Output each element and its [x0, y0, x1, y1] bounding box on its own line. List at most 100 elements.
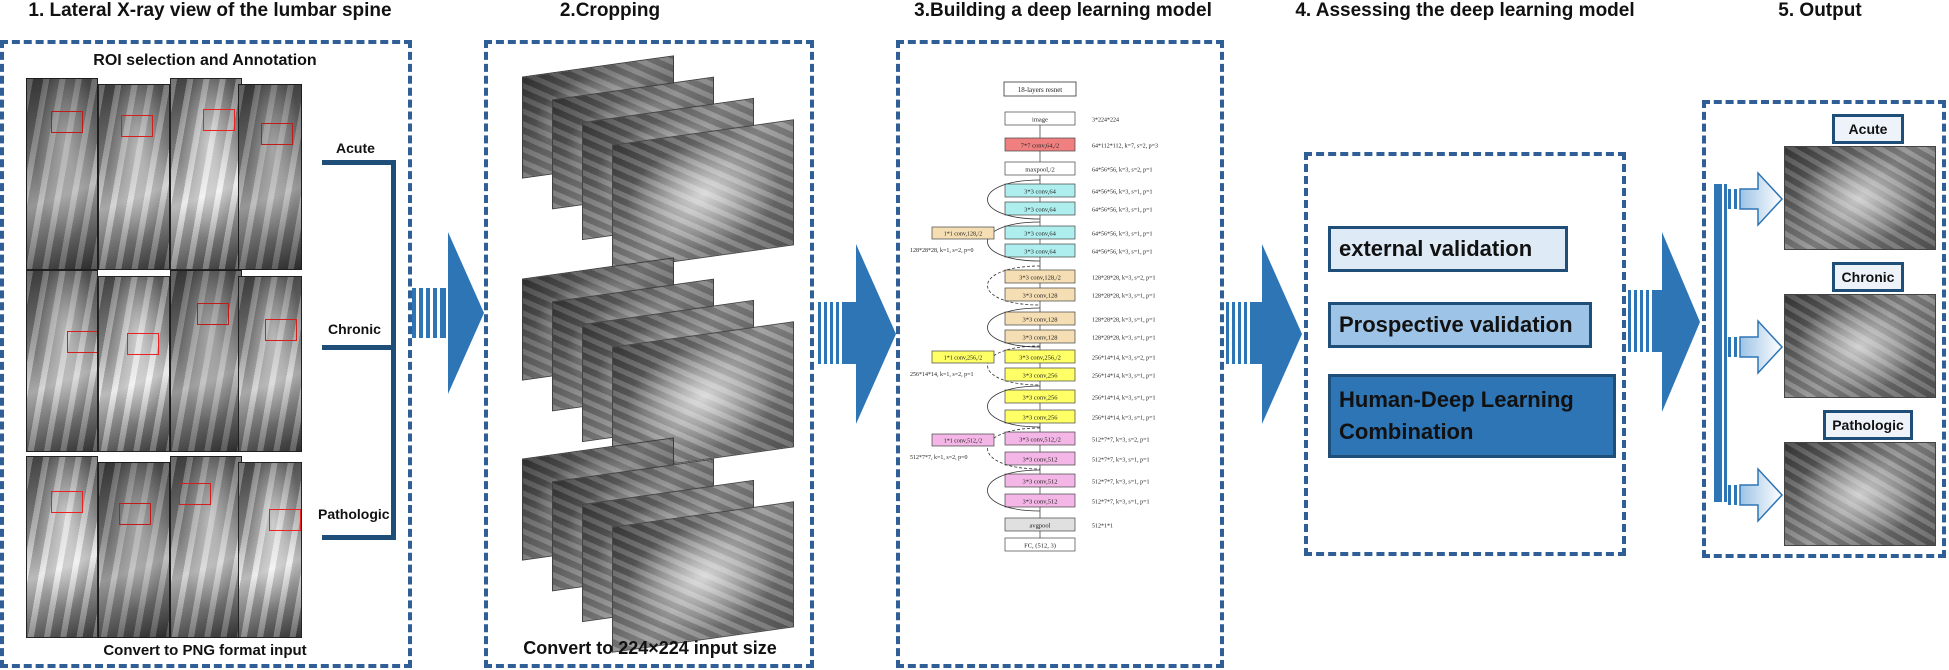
- roi-box: [51, 491, 83, 513]
- resnet-layer-note: 512*1*1: [1092, 524, 1113, 530]
- xray-image: [26, 78, 98, 270]
- resnet-layer-note: 64*56*56, k=3, s=1, p=1: [1092, 232, 1153, 238]
- cropped-vertebra-image: [612, 501, 794, 653]
- resnet-layer-note: 256*14*14, k=3, s=1, p=1: [1092, 416, 1156, 422]
- resnet-layer-note: 512*7*7, k=3, s=1, p=1: [1092, 458, 1150, 464]
- resnet-layer-label: 3*3 conv,64: [1024, 189, 1056, 196]
- roi-box: [261, 123, 293, 145]
- class-bracket: [322, 160, 396, 540]
- resnet-layer-label: 3*3 conv,64: [1024, 231, 1056, 238]
- residual-connection: [987, 265, 1041, 306]
- roi-box: [203, 109, 235, 131]
- cropped-vertebra-image: [612, 119, 794, 271]
- resnet-layer-note: 128*28*28, k=3, s=1, p=1: [1092, 318, 1156, 324]
- output-bracket: [1714, 184, 1722, 502]
- resnet-layer-note: 256*14*14, k=3, s=2, p=1: [1092, 356, 1156, 362]
- roi-box: [127, 333, 159, 355]
- residual-connection: [987, 427, 1041, 470]
- residual-connection: [987, 385, 1041, 428]
- output-label-acute: Acute: [1832, 114, 1904, 144]
- resnet-title-box: [1003, 81, 1077, 97]
- output-bracket-inner: [1724, 184, 1727, 502]
- shortcut-conv-label: 1*1 conv,128,/2: [944, 232, 982, 238]
- xray-image: [98, 462, 170, 638]
- xray-image: [170, 78, 242, 270]
- shortcut-conv-box: [931, 350, 995, 364]
- roi-box: [197, 303, 229, 325]
- resnet-layer-note: 256*14*14, k=3, s=1, p=1: [1092, 374, 1156, 380]
- residual-connection: [987, 307, 1041, 348]
- roi-box: [265, 319, 297, 341]
- xray-image: [26, 456, 98, 638]
- resnet-layer-note: 512*7*7, k=3, s=1, p=1: [1092, 480, 1150, 486]
- xray-image: [238, 276, 302, 452]
- xray-image: [98, 84, 170, 270]
- xray-image: [238, 462, 302, 638]
- shortcut-conv-label: 1*1 conv,256,/2: [944, 356, 982, 362]
- xray-image: [238, 84, 302, 270]
- resnet-layer-label: avgpool: [1030, 523, 1051, 530]
- external-validation-box: external validation: [1328, 226, 1568, 272]
- resnet-layer-label: 3*3 conv,64: [1024, 207, 1056, 214]
- step-2-title: 2.Cropping: [559, 0, 661, 21]
- step-4-title: 4. Assessing the deep learning model: [1295, 0, 1635, 21]
- resnet-layer-label: image: [1032, 117, 1048, 124]
- shortcut-conv-note: 128*28*28, k=1, s=2, p=0: [910, 248, 974, 254]
- prospective-validation-box: Prospective validation: [1328, 302, 1592, 348]
- label-chronic: Chronic: [328, 321, 381, 337]
- output-image: [1784, 442, 1936, 546]
- human-dl-combination-box: Human-Deep Learning Combination: [1328, 374, 1616, 458]
- resnet-layer-label: maxpool,/2: [1025, 167, 1054, 174]
- step-3-title: 3.Building a deep learning model: [914, 0, 1212, 21]
- output-label-chronic: Chronic: [1832, 262, 1904, 292]
- residual-connection: [987, 221, 1041, 262]
- resnet-layer-label: 3*3 conv,128,/2: [1019, 275, 1061, 282]
- resnet-layer-label: 3*3 conv,512: [1023, 457, 1058, 464]
- xray-image: [170, 456, 242, 638]
- arrow-4: [1628, 232, 1700, 412]
- roi-box: [269, 509, 301, 531]
- crop-footer: Convert to 224×224 input size: [523, 638, 777, 658]
- resnet-layer-note: 512*7*7, k=3, s=2, p=1: [1092, 438, 1150, 444]
- xray-image: [98, 276, 170, 452]
- roi-header: ROI selection and Annotation: [93, 52, 317, 69]
- step-5-title: 5. Output: [1778, 0, 1862, 21]
- arrow-1: [412, 232, 484, 394]
- resnet-layer-label: 3*3 conv,512: [1023, 499, 1058, 506]
- resnet-layer-label: 3*3 conv,256: [1023, 373, 1059, 380]
- output-arrow: [1728, 467, 1784, 523]
- resnet-layer-note: 64*56*56, k=3, s=2, p=1: [1092, 168, 1153, 174]
- arrow-2: [818, 244, 896, 424]
- resnet-layer-note: 128*28*28, k=3, s=2, p=1: [1092, 276, 1156, 282]
- resnet-layer-label: 3*3 conv,128: [1023, 335, 1058, 342]
- resnet-layer-label: 3*3 conv,512: [1023, 479, 1058, 486]
- output-label-pathologic: Pathologic: [1823, 410, 1913, 440]
- resnet-layer-box: [1004, 537, 1076, 552]
- resnet-layer-note: 64*56*56, k=3, s=1, p=1: [1092, 190, 1153, 196]
- resnet-layer-label: 3*3 conv,128: [1023, 293, 1058, 300]
- residual-connection: [987, 345, 1041, 386]
- resnet-layer-note: 64*56*56, k=3, s=1, p=1: [1092, 208, 1153, 214]
- roi-box: [119, 503, 151, 525]
- png-footer: Convert to PNG format input: [103, 642, 307, 659]
- output-arrow: [1728, 319, 1784, 375]
- residual-connection: [987, 179, 1041, 220]
- roi-box: [51, 111, 83, 133]
- resnet-layer-label: 3*3 conv,64: [1024, 249, 1056, 256]
- arrow-3: [1226, 244, 1302, 424]
- panel-assessment: [1304, 152, 1626, 556]
- xray-image: [26, 270, 98, 452]
- resnet-layer-label: FC, (512, 3): [1024, 543, 1056, 550]
- resnet-layer-label: 3*3 conv,128: [1023, 317, 1058, 324]
- resnet-layer-label: 3*3 conv,256: [1023, 415, 1059, 422]
- resnet-layer-note: 128*28*28, k=3, s=1, p=1: [1092, 336, 1156, 342]
- xray-image: [170, 270, 242, 452]
- resnet-layer-label: 3*3 conv,256,/2: [1019, 355, 1061, 362]
- shortcut-conv-box: [931, 226, 995, 240]
- step-1-title: 1. Lateral X-ray view of the lumbar spin…: [28, 0, 392, 21]
- output-arrow: [1728, 171, 1784, 227]
- resnet-layer-label: 3*3 conv,256: [1023, 395, 1059, 402]
- shortcut-conv-note: 256*14*14, k=1, s=2, p=1: [910, 372, 974, 378]
- shortcut-conv-note: 512*7*7, k=1, s=2, p=0: [910, 455, 968, 461]
